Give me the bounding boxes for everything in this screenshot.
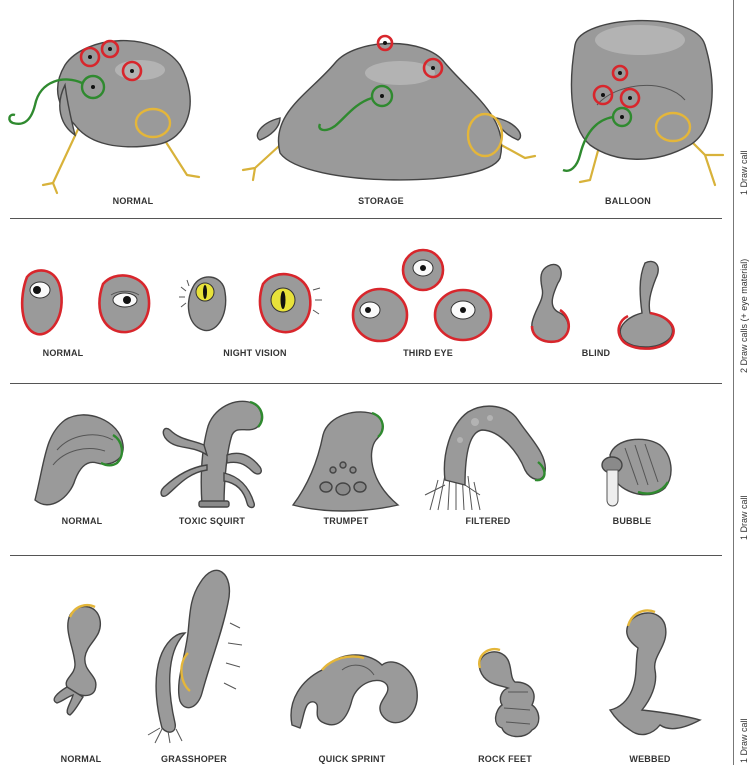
row-divider-3 bbox=[10, 555, 722, 556]
caption-eye-night-vision: NIGHT VISION bbox=[223, 348, 286, 358]
body-balloon-sketch bbox=[545, 5, 730, 190]
caption-mouth-toxic-squirt: TOXIC SQUIRT bbox=[179, 516, 245, 526]
leg-grasshoper-sketch bbox=[140, 563, 250, 748]
mouth-filtered-sketch bbox=[420, 400, 560, 515]
caption-eye-normal: NORMAL bbox=[43, 348, 84, 358]
body-storage-sketch bbox=[235, 18, 540, 193]
mouth-toxic-squirt-sketch bbox=[152, 395, 277, 515]
body-normal-sketch bbox=[5, 25, 215, 195]
row-4-draw-call-label: 1 Draw call bbox=[736, 705, 752, 763]
leg-quick-sprint-sketch bbox=[282, 630, 427, 745]
leg-normal-sketch bbox=[45, 595, 120, 745]
row-divider-2 bbox=[10, 383, 722, 384]
leg-rock-feet-sketch bbox=[460, 630, 560, 745]
eye-normal-sketch bbox=[15, 262, 165, 347]
mouth-bubble-sketch bbox=[590, 430, 680, 515]
eye-third-eye-sketch bbox=[335, 240, 510, 348]
caption-mouth-bubble: BUBBLE bbox=[613, 516, 652, 526]
caption-leg-webbed: WEBBED bbox=[629, 754, 670, 764]
mouth-normal-sketch bbox=[25, 405, 140, 515]
leg-webbed-sketch bbox=[600, 600, 710, 745]
caption-leg-quick-sprint: QUICK SPRINT bbox=[319, 754, 386, 764]
eye-blind-sketch bbox=[520, 258, 690, 353]
caption-mouth-trumpet: TRUMPET bbox=[324, 516, 369, 526]
caption-body-storage: STORAGE bbox=[358, 196, 404, 206]
caption-body-normal: NORMAL bbox=[113, 196, 154, 206]
caption-leg-grasshoper: GRASSHOPER bbox=[161, 754, 227, 764]
caption-leg-rock-feet: ROCK FEET bbox=[478, 754, 532, 764]
eye-night-vision-sketch bbox=[175, 262, 325, 347]
caption-eye-third-eye: THIRD EYE bbox=[403, 348, 453, 358]
caption-leg-normal: NORMAL bbox=[61, 754, 102, 764]
row-divider-1 bbox=[10, 218, 722, 219]
row-1-draw-call-label: 1 Draw call bbox=[736, 140, 752, 195]
side-rule bbox=[733, 0, 734, 765]
caption-mouth-normal: NORMAL bbox=[62, 516, 103, 526]
mouth-trumpet-sketch bbox=[288, 405, 403, 515]
caption-eye-blind: BLIND bbox=[582, 348, 611, 358]
row-2-draw-call-label: 2 Draw calls (+ eye material) bbox=[736, 228, 752, 373]
row-3-draw-call-label: 1 Draw call bbox=[736, 480, 752, 540]
caption-body-balloon: BALLOON bbox=[605, 196, 651, 206]
caption-mouth-filtered: FILTERED bbox=[466, 516, 511, 526]
